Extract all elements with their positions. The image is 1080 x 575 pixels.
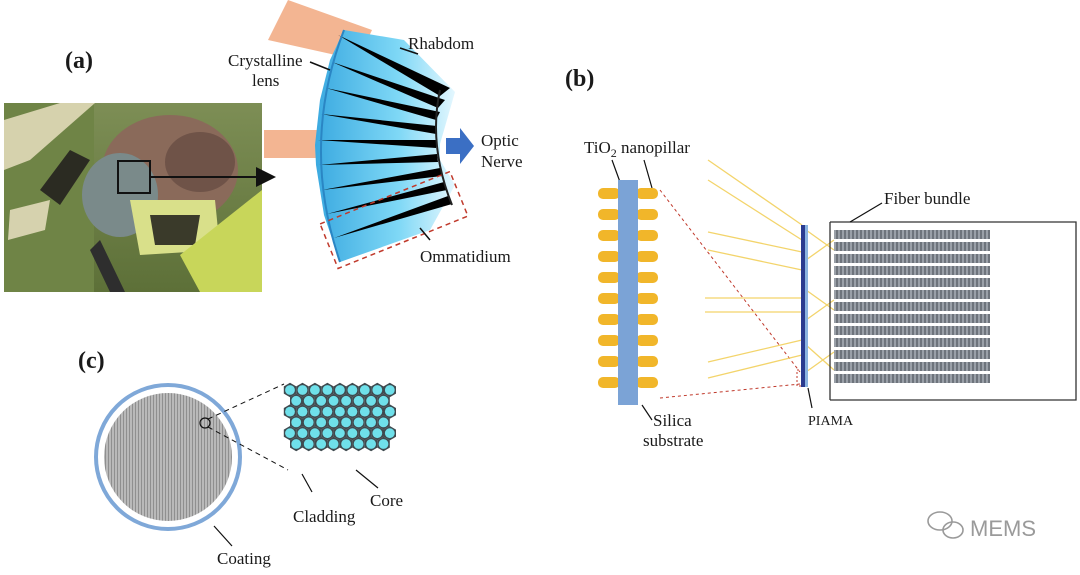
dragonfly-photo — [4, 103, 276, 292]
fiber-core — [310, 428, 320, 439]
wechat-icon — [927, 511, 964, 539]
fiber-core — [378, 417, 389, 428]
fiber-core — [384, 406, 395, 417]
compound-eye — [309, 29, 469, 270]
fiber-core — [359, 428, 370, 439]
fiber-core — [359, 406, 370, 417]
fiber-core — [347, 385, 358, 395]
nanopillar-label: TiO2 nanopillar — [584, 138, 690, 160]
nanopillar-array — [598, 180, 658, 405]
optic-label-line1: Optic — [481, 131, 519, 150]
fiber-core — [328, 439, 339, 449]
panel-a-label: (a) — [65, 48, 93, 74]
fiber-core — [353, 439, 364, 449]
fiber-core — [316, 439, 327, 449]
piama-label: PIAMA — [808, 414, 854, 429]
fiber-core — [291, 395, 302, 406]
silica-substrate — [618, 180, 638, 405]
watermark: MEMS — [927, 511, 1036, 541]
fiber-core — [347, 428, 358, 439]
fiber-core — [372, 428, 383, 439]
fiber-core — [341, 439, 351, 449]
panel-a: (a) — [4, 0, 523, 292]
fiber-core — [303, 395, 314, 406]
fiber-core — [384, 385, 395, 395]
fiber-bundle-label: Fiber bundle — [884, 189, 970, 208]
fiber-core — [384, 428, 395, 439]
fiber-core — [366, 395, 376, 406]
rhabdom-label: Rhabdom — [408, 34, 474, 53]
fiber-cross-section — [94, 383, 289, 531]
watermark-text: MEMS — [970, 516, 1036, 541]
ommatidium-label: Ommatidium — [420, 247, 511, 266]
fiber-core — [347, 406, 358, 417]
silica-label-line1: Silica — [653, 411, 692, 430]
fiber-core — [285, 406, 295, 417]
fiber-core — [328, 395, 339, 406]
fiber-core — [303, 439, 314, 449]
fiber-core — [366, 439, 376, 449]
fiber-core — [328, 417, 339, 428]
fiber-core — [359, 385, 370, 395]
fiber-core — [285, 385, 295, 395]
right-arrow-icon — [446, 128, 474, 164]
fiber-core — [341, 417, 351, 428]
panel-c: (c) Cladding Core Coating — [78, 348, 403, 568]
ommatidium-highlight — [319, 170, 469, 270]
fiber-core — [353, 395, 364, 406]
fiber-core — [335, 428, 345, 439]
fiber-core — [310, 385, 320, 395]
fiber-core — [291, 439, 302, 449]
fiber-bundle — [829, 221, 1077, 401]
panel-b: (b) TiO2 nanopillar Silica substrate — [565, 66, 1077, 450]
fiber-core — [310, 406, 320, 417]
core-label: Core — [370, 491, 403, 510]
coating-label: Coating — [217, 549, 271, 568]
crystalline-label-line1: Crystalline — [228, 51, 303, 70]
panel-c-label: (c) — [78, 348, 105, 374]
fiber-core — [366, 417, 376, 428]
fiber-core — [341, 395, 351, 406]
fiber-core — [353, 417, 364, 428]
fiber-core — [335, 385, 345, 395]
fiber-core — [322, 406, 333, 417]
fiber-core — [378, 439, 389, 449]
fiber-core — [291, 417, 302, 428]
silica-label-line2: substrate — [643, 431, 703, 450]
piama-plate — [801, 225, 808, 387]
fiber-core — [285, 428, 295, 439]
fiber-core — [303, 417, 314, 428]
fiber-core — [297, 406, 308, 417]
fiber-core — [322, 385, 333, 395]
fiber-core — [372, 406, 383, 417]
fiber-core — [372, 385, 383, 395]
fiber-core — [316, 395, 327, 406]
fiber-core — [316, 417, 327, 428]
fiber-core — [297, 385, 308, 395]
fiber-core — [335, 406, 345, 417]
panel-b-label: (b) — [565, 66, 594, 92]
crystalline-label-line2: lens — [252, 71, 279, 90]
fiber-core — [378, 395, 389, 406]
light-rays — [705, 159, 835, 379]
optic-label-line2: Nerve — [481, 152, 523, 171]
hexagonal-core-array — [283, 382, 396, 452]
cladding-label: Cladding — [293, 507, 356, 526]
fiber-core — [297, 428, 308, 439]
fiber-core — [322, 428, 333, 439]
